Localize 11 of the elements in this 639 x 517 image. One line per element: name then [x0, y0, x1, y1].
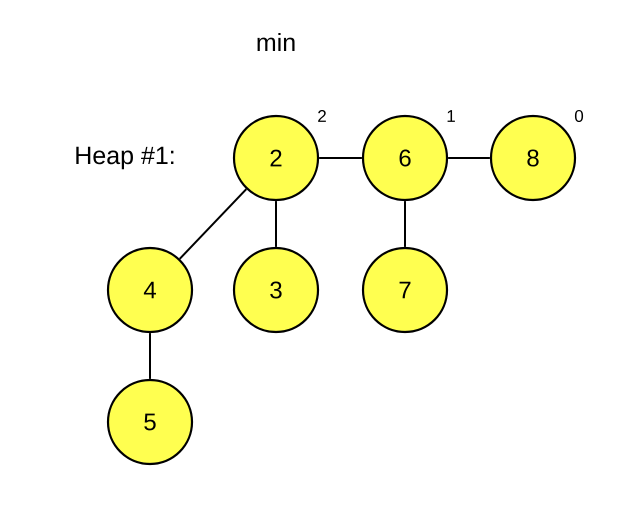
tree-edge — [149, 333, 151, 379]
heading-text: min — [258, 32, 295, 52]
heap-label: Heap #1: — [76, 146, 174, 170]
tree-edge — [448, 157, 490, 159]
degree-number: 0 — [574, 110, 584, 122]
tree-edge — [275, 201, 277, 247]
degree-number: 1 — [448, 110, 455, 122]
tree-edge — [404, 201, 406, 247]
tree-edge — [319, 157, 362, 159]
tree-edge — [179, 188, 247, 260]
degree-number: 2 — [318, 110, 326, 122]
